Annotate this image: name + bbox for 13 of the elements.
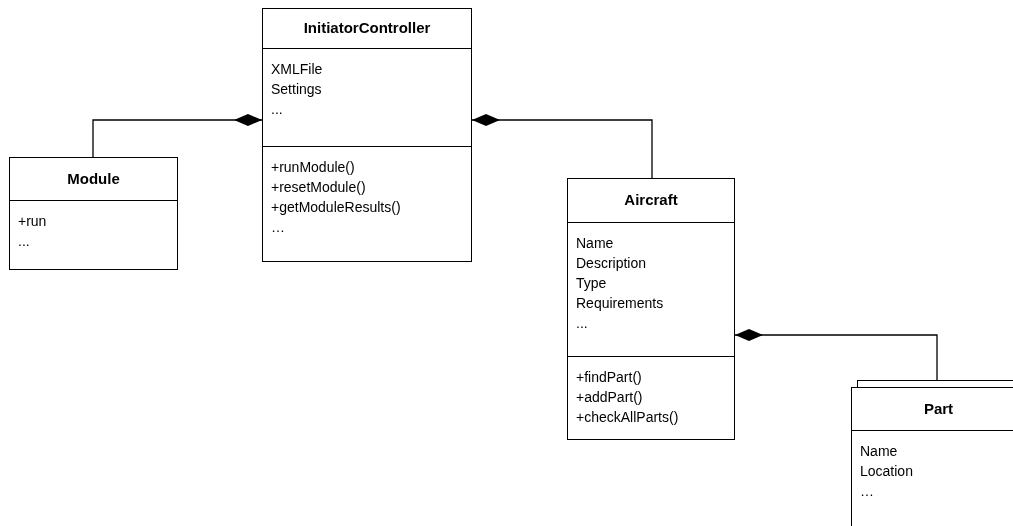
member-list: +run ... (18, 211, 47, 251)
member-list: Name Location … (860, 441, 913, 501)
attribute-list: XMLFile Settings ... (271, 59, 323, 119)
method-list: +runModule() +resetModule() +getModuleResults() … (271, 157, 401, 237)
class-name: Module (67, 168, 120, 189)
class-name: InitiatorController (303, 18, 431, 39)
composition-connector (734, 329, 938, 381)
attribute-list: Name Description Type Requirements ... (576, 233, 664, 333)
method-list: +findPart() +addPart() +checkAllParts() (576, 367, 679, 427)
composition-connector (92, 114, 263, 158)
class-name: Aircraft (624, 190, 678, 211)
composition-connector (471, 114, 653, 179)
class-name: Part (923, 398, 954, 419)
